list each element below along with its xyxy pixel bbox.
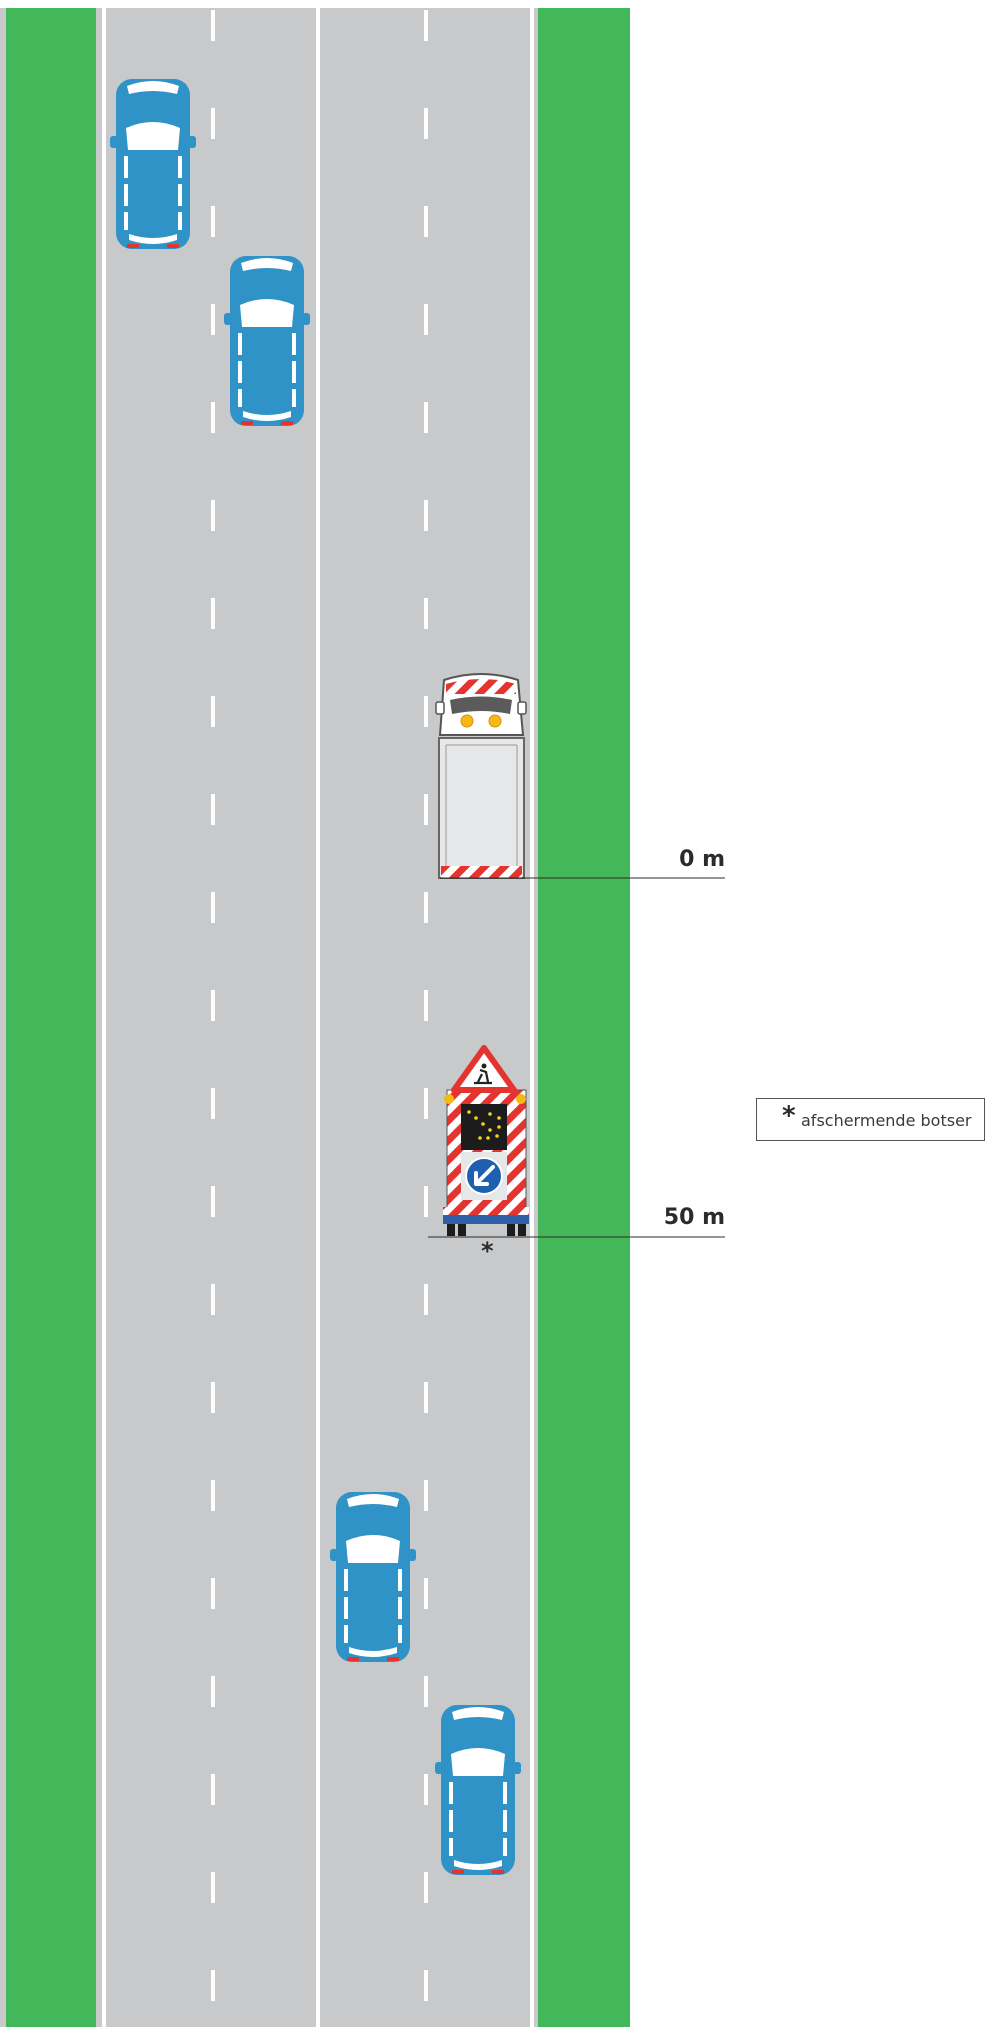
lane-dash — [211, 1676, 215, 1707]
lane-dash — [211, 402, 215, 433]
lane-dash — [211, 990, 215, 1021]
lane-dash — [424, 108, 428, 139]
lane-dash — [424, 1480, 428, 1511]
lane-dash — [424, 1186, 428, 1217]
lane-dash — [211, 1578, 215, 1609]
lane-dash — [424, 892, 428, 923]
car-icon — [435, 1705, 521, 1875]
grass-right — [538, 8, 630, 2027]
lane-dash — [211, 1774, 215, 1805]
lane-dash — [424, 1676, 428, 1707]
lane-dash — [211, 1872, 215, 1903]
legend-text: afschermende botser — [801, 1111, 971, 1130]
lane-dash — [211, 1382, 215, 1413]
lane-dash — [424, 402, 428, 433]
bumper-marker: * — [481, 1237, 494, 1265]
lane-dash — [211, 696, 215, 727]
keep-left-sign-icon — [466, 1158, 502, 1194]
edge-line-left — [102, 8, 106, 2027]
lane-dash — [211, 206, 215, 237]
lane-dash — [211, 304, 215, 335]
grass-left — [6, 8, 96, 2027]
lane-dash — [424, 794, 428, 825]
lane-dash — [424, 1970, 428, 2001]
lane-dash — [211, 1284, 215, 1315]
lane-dashes-right — [424, 10, 428, 2001]
lane-dashes-left — [211, 10, 215, 2001]
lane-dash — [424, 1774, 428, 1805]
lane-dash — [424, 696, 428, 727]
legend-box: * afschermende botser — [756, 1098, 985, 1141]
lane-dash — [211, 500, 215, 531]
center-line — [316, 8, 320, 2027]
lane-dash — [424, 1382, 428, 1413]
lane-dash — [424, 10, 428, 41]
lane-dash — [211, 598, 215, 629]
lane-dash — [211, 892, 215, 923]
lane-dash — [211, 794, 215, 825]
lane-dash — [424, 1578, 428, 1609]
car-icon — [110, 79, 196, 249]
lane-dash — [211, 1186, 215, 1217]
lane-dash — [424, 500, 428, 531]
distance-label-50m: 50 m — [605, 1205, 725, 1230]
lane-dash — [424, 304, 428, 335]
lane-dash — [211, 108, 215, 139]
car-icon — [224, 256, 310, 426]
lane-dash — [424, 1872, 428, 1903]
truck-icon — [436, 674, 526, 878]
edge-line-right — [530, 8, 534, 2027]
legend-symbol: * — [782, 1101, 796, 1131]
lane-dash — [424, 598, 428, 629]
distance-label-0m: 0 m — [605, 847, 725, 872]
car-icon — [330, 1492, 416, 1662]
lane-dash — [211, 10, 215, 41]
lane-dash — [211, 1480, 215, 1511]
lane-dash — [424, 1088, 428, 1119]
lane-dash — [424, 206, 428, 237]
lane-dash — [211, 1088, 215, 1119]
lane-dash — [424, 1284, 428, 1315]
lane-dash — [424, 990, 428, 1021]
lane-dash — [211, 1970, 215, 2001]
